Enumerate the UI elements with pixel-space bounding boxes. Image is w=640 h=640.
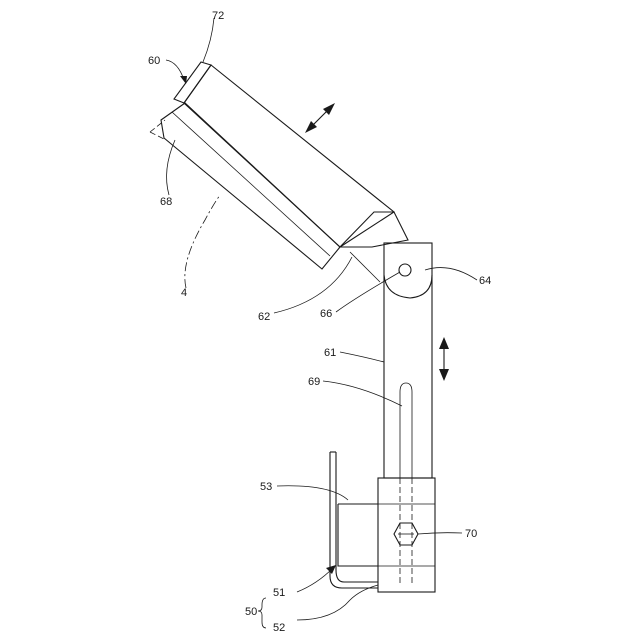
reference-labels: 72 60 68 4 62 66 64 61 69 53 70 51 50 52 bbox=[148, 10, 491, 634]
label-4: 4 bbox=[181, 287, 187, 299]
label-50: 50 bbox=[245, 606, 257, 618]
label-69: 69 bbox=[308, 376, 320, 388]
tilted-body-60 bbox=[150, 62, 408, 282]
label-52: 52 bbox=[273, 622, 285, 634]
vertical-arrow-icon bbox=[439, 337, 449, 381]
label-68: 68 bbox=[160, 196, 172, 208]
label-61: 61 bbox=[324, 347, 336, 359]
label-60: 60 bbox=[148, 55, 160, 67]
bracket-50 bbox=[330, 452, 435, 592]
diagonal-arrow-icon bbox=[305, 103, 335, 133]
label-70: 70 bbox=[465, 528, 477, 540]
label-72: 72 bbox=[212, 10, 224, 22]
label-51: 51 bbox=[273, 587, 285, 599]
label-64: 64 bbox=[479, 275, 491, 287]
label-53: 53 bbox=[260, 481, 272, 493]
label-66: 66 bbox=[320, 308, 332, 320]
label-62: 62 bbox=[258, 311, 270, 323]
leader-lines bbox=[166, 18, 477, 628]
